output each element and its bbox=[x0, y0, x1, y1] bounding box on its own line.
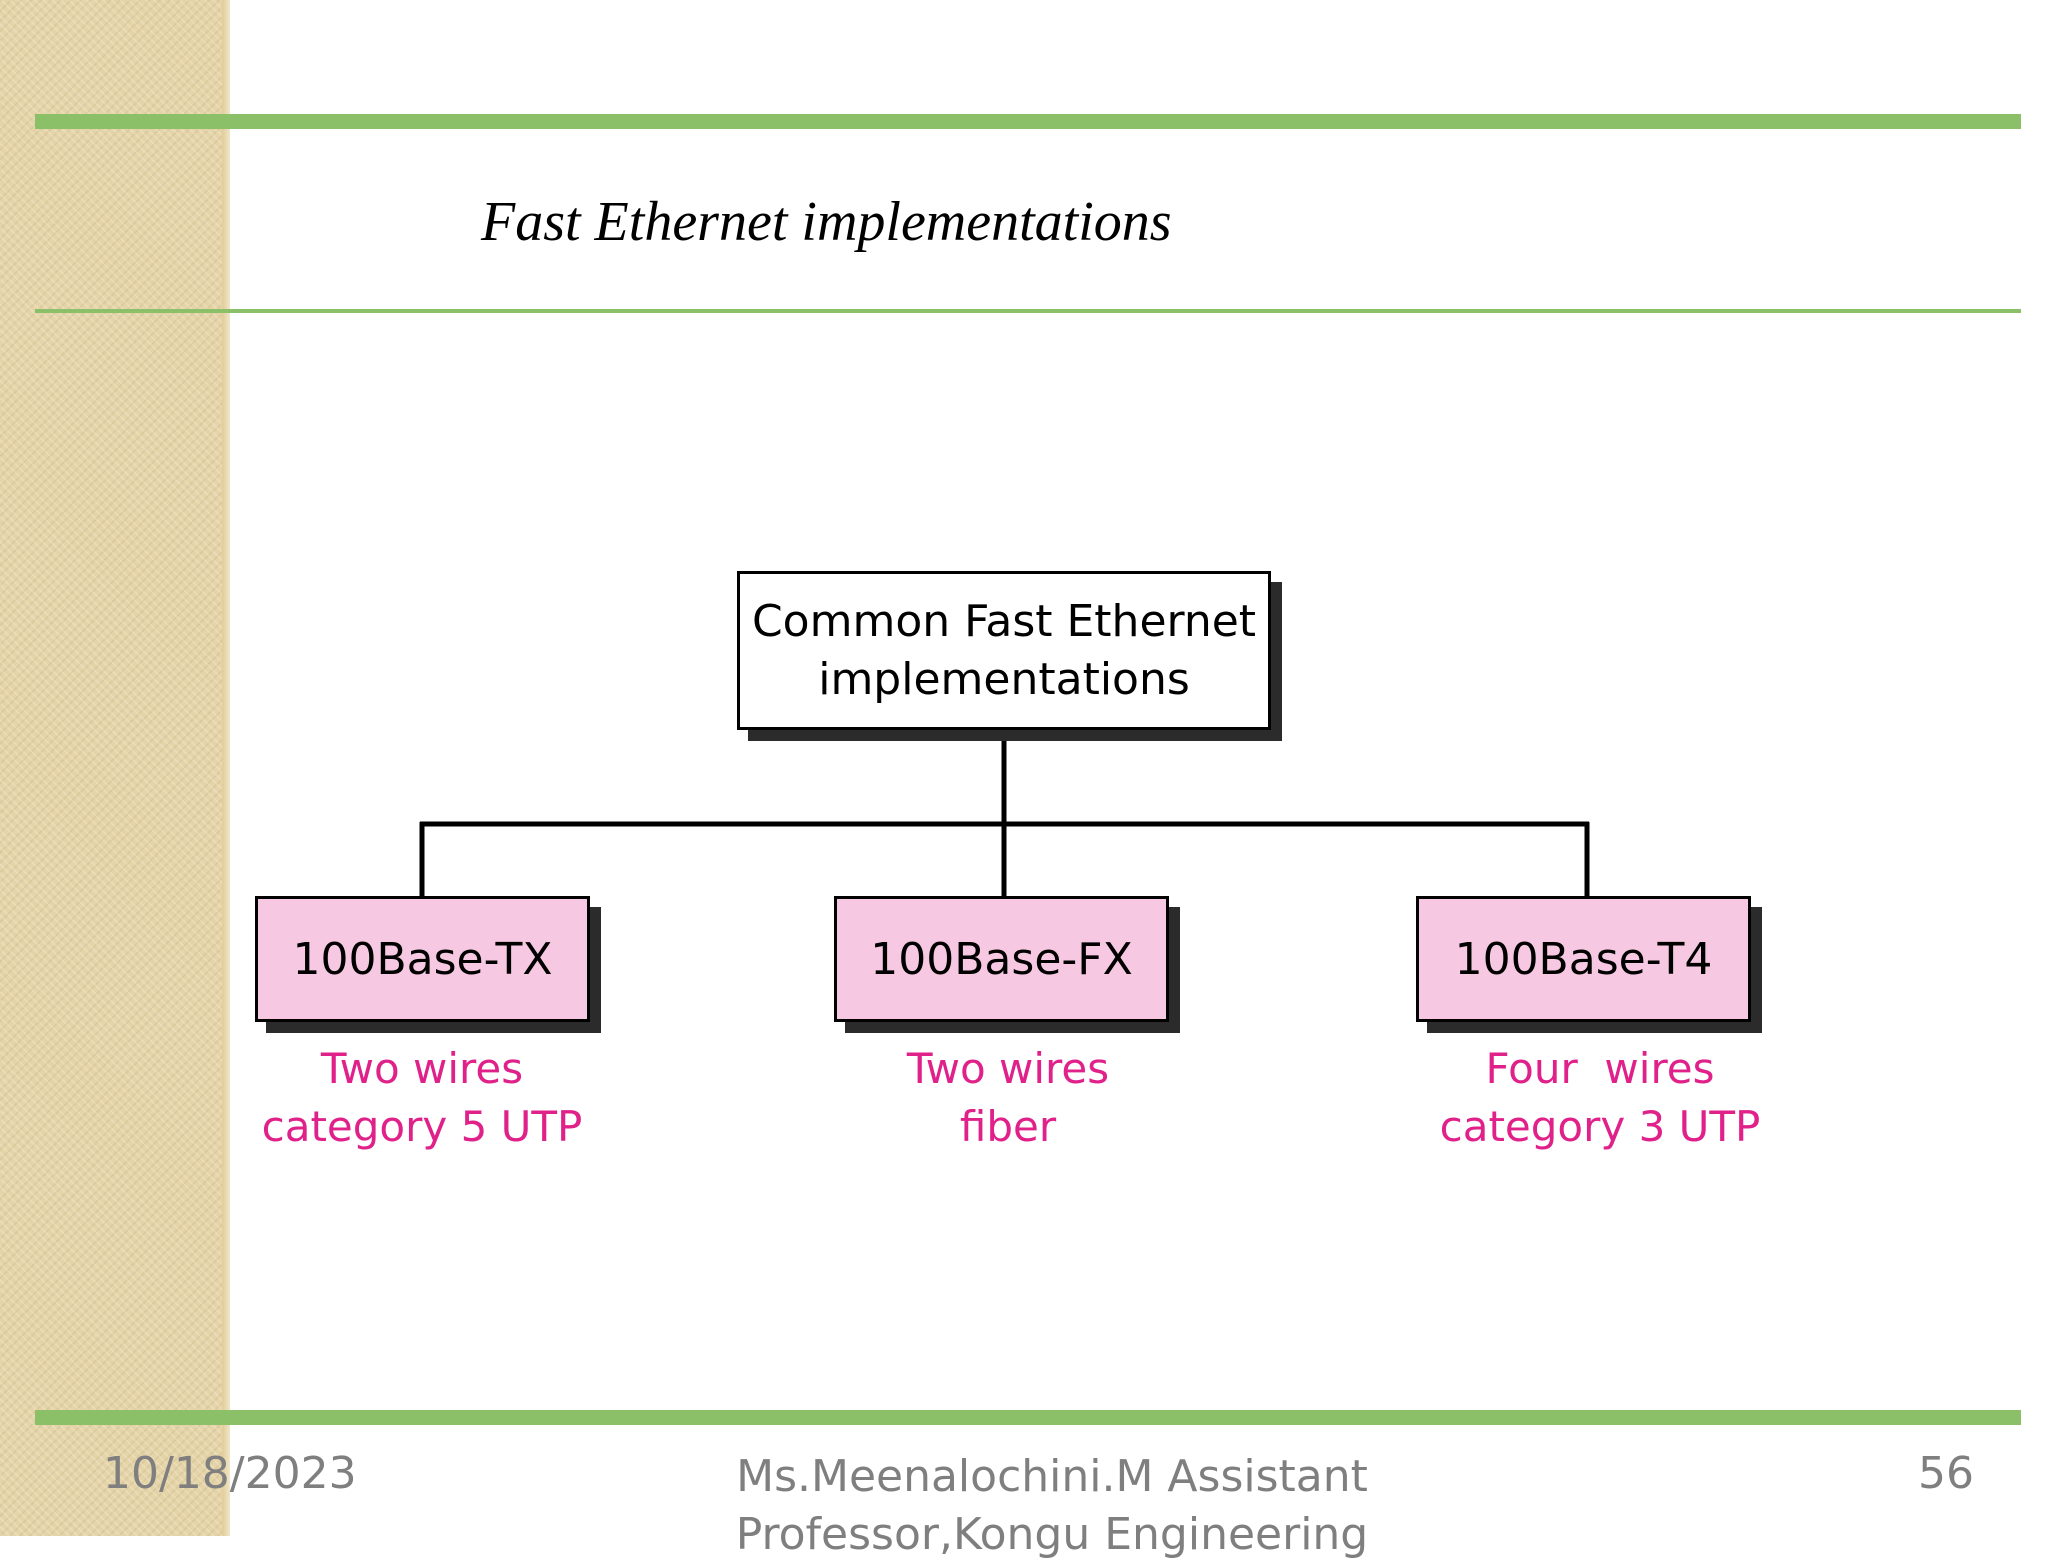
caption-100base-fx: Two wires fiber bbox=[808, 1040, 1208, 1156]
node-100base-fx-label: 100Base-FX bbox=[870, 933, 1133, 985]
side-decoration-strip bbox=[0, 0, 229, 1536]
caption-100base-fx-line2: fiber bbox=[959, 1102, 1057, 1151]
caption-100base-tx-line1: Two wires bbox=[320, 1044, 524, 1093]
caption-100base-t4: Four wires category 3 UTP bbox=[1390, 1040, 1810, 1156]
footer-author-line1: Ms.Meenalochini.M Assistant bbox=[736, 1451, 1368, 1502]
caption-100base-t4-line1: Four wires bbox=[1485, 1044, 1715, 1093]
bottom-green-rule bbox=[35, 1410, 2021, 1425]
root-node-label-line2: implementations bbox=[818, 653, 1190, 705]
caption-100base-t4-line2: category 3 UTP bbox=[1439, 1102, 1761, 1151]
root-node-box: Common Fast Ethernet implementations bbox=[737, 571, 1271, 730]
caption-100base-tx-line2: category 5 UTP bbox=[261, 1102, 583, 1151]
caption-100base-tx: Two wires category 5 UTP bbox=[222, 1040, 622, 1156]
node-100base-tx: 100Base-TX bbox=[255, 896, 590, 1022]
footer-author: Ms.Meenalochini.M Assistant Professor,Ko… bbox=[727, 1448, 1377, 1564]
footer-author-line2: Professor,Kongu Engineering bbox=[735, 1509, 1369, 1560]
root-node-label-line1: Common Fast Ethernet bbox=[751, 595, 1257, 647]
slide-title: Fast Ethernet implementations bbox=[481, 191, 1172, 253]
caption-100base-fx-line1: Two wires bbox=[906, 1044, 1110, 1093]
node-100base-t4-label: 100Base-T4 bbox=[1454, 933, 1713, 985]
footer-page-number: 56 bbox=[1918, 1448, 1974, 1499]
side-strip-edge bbox=[222, 0, 230, 1536]
title-underline-rule bbox=[35, 309, 2021, 313]
footer-date: 10/18/2023 bbox=[103, 1448, 357, 1499]
node-100base-t4: 100Base-T4 bbox=[1416, 896, 1751, 1022]
top-green-rule bbox=[35, 114, 2021, 129]
node-100base-tx-label: 100Base-TX bbox=[292, 933, 553, 985]
node-100base-fx: 100Base-FX bbox=[834, 896, 1169, 1022]
